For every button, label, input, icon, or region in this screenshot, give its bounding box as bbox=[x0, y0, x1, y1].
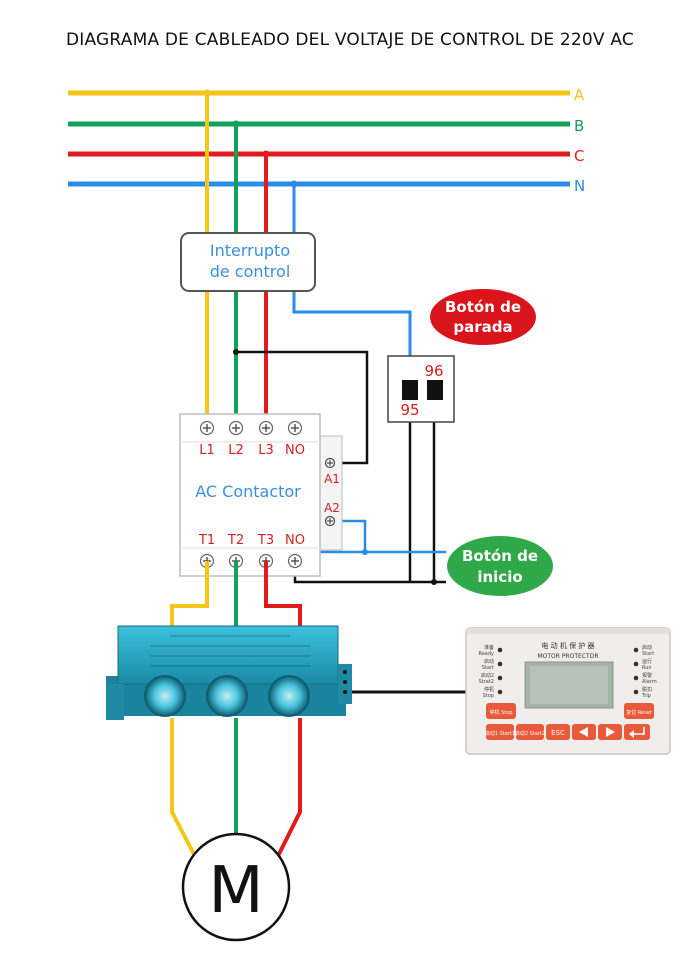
protector-start2-key[interactable]: 启动2 Start2 bbox=[515, 724, 545, 740]
control-breaker: Interrupto de control bbox=[180, 232, 316, 292]
indicator-en-label: Trip bbox=[641, 693, 651, 699]
indicator-cn-label: 脱扣 bbox=[642, 686, 652, 693]
indicator-cn-label: 启动2 bbox=[481, 672, 494, 679]
bottom-terminal-label-t1: T1 bbox=[198, 533, 215, 548]
coil-a2-label: A2 bbox=[324, 501, 340, 515]
top-terminal-label-l1: L1 bbox=[199, 443, 215, 458]
indicator-en-label: Strat2 bbox=[479, 679, 494, 685]
overload-relay-contact: 96 95 bbox=[387, 355, 455, 423]
contactor-label: AC Contactor bbox=[195, 482, 301, 501]
motor: M bbox=[181, 832, 291, 942]
contact-95-label: 95 bbox=[400, 401, 419, 419]
top-terminal-label-l3: L3 bbox=[258, 443, 274, 458]
bus-label-c: C bbox=[574, 147, 584, 165]
start-button[interactable]: Botón de inicio bbox=[446, 534, 606, 598]
indicator-cn-label: 启动 bbox=[642, 644, 652, 651]
diagram-title: DIAGRAMA DE CABLEADO DEL VOLTAJE DE CONT… bbox=[66, 30, 634, 50]
indicator-en-label: Start bbox=[482, 665, 494, 671]
top-terminal-label-no: NO bbox=[285, 443, 305, 458]
enter-icon[interactable] bbox=[624, 724, 650, 740]
current-transformer bbox=[106, 625, 352, 720]
protector-start1-key[interactable]: 启动1 Start1 bbox=[485, 724, 515, 740]
bottom-terminal-label-no: NO bbox=[285, 533, 305, 548]
terminal-screw bbox=[287, 553, 303, 569]
bus-label-b: B bbox=[574, 117, 584, 135]
bus-label-n: N bbox=[574, 177, 585, 195]
indicator-en-label: Start bbox=[642, 651, 654, 657]
coil-a1-label: A1 bbox=[324, 472, 340, 486]
bottom-terminal-label-t2: T2 bbox=[227, 533, 244, 548]
breaker-label-2: de control bbox=[210, 262, 291, 281]
protector-esc-key[interactable]: ESC bbox=[546, 724, 570, 740]
motor-protector: 电 动 机 保 护 器 MOTOR PROTECTOR 准备Ready启动Sta… bbox=[465, 627, 671, 755]
top-terminal-label-l2: L2 bbox=[228, 443, 244, 458]
indicator-en-label: Run bbox=[642, 665, 652, 671]
stop-button-label-1: Botón de bbox=[445, 298, 521, 316]
bottom-terminal-labels: T1 T2 T3 NO bbox=[198, 533, 305, 548]
indicator-en-label: Alarm bbox=[642, 679, 657, 685]
motor-label: M bbox=[208, 854, 263, 928]
indicator-cn-label: 运行 bbox=[642, 658, 652, 665]
wire-l2-to-a1 bbox=[236, 350, 369, 465]
indicator-cn-label: 停机 bbox=[484, 686, 494, 693]
right-arrow-icon[interactable] bbox=[598, 724, 622, 740]
terminal-screw bbox=[287, 420, 303, 436]
bus-label-a: A bbox=[574, 86, 585, 104]
breaker-label-1: Interrupto bbox=[210, 241, 290, 260]
indicator-cn-label: 启动 bbox=[484, 658, 494, 665]
terminal-screw bbox=[199, 420, 215, 436]
protector-reset-key[interactable]: 复位 Reset bbox=[624, 703, 654, 719]
motor-wires bbox=[170, 718, 302, 863]
indicator-cn-label: 准备 bbox=[484, 644, 494, 651]
protector-stop-key[interactable]: 停机 Stop bbox=[486, 703, 516, 719]
terminal-screw bbox=[228, 420, 244, 436]
bus-bars: A B C N bbox=[68, 86, 585, 195]
protector-start2-key-label: 启动2 Start2 bbox=[515, 730, 545, 737]
protector-reset-key-label: 复位 Reset bbox=[626, 709, 652, 716]
protector-esc-key-label: ESC bbox=[551, 729, 565, 737]
contact-96-label: 96 bbox=[424, 362, 443, 380]
protector-start1-key-label: 启动1 Start1 bbox=[485, 730, 515, 737]
indicator-cn-label: 报警 bbox=[642, 672, 652, 679]
protector-stop-key-label: 停机 Stop bbox=[490, 709, 513, 716]
protector-title: 电 动 机 保 护 器 bbox=[541, 641, 594, 650]
left-arrow-icon[interactable] bbox=[572, 724, 596, 740]
top-terminal-labels: L1 L2 L3 NO bbox=[199, 443, 305, 458]
terminal-screw bbox=[258, 420, 274, 436]
protector-subtitle: MOTOR PROTECTOR bbox=[537, 653, 598, 660]
start-button-label-2: inicio bbox=[477, 568, 522, 586]
stop-button-label-2: parada bbox=[453, 318, 512, 336]
output-wires bbox=[170, 561, 302, 630]
start-button-label-1: Botón de bbox=[462, 547, 538, 565]
indicator-en-label: Stop bbox=[483, 693, 494, 699]
stop-button[interactable]: Botón de parada bbox=[425, 286, 545, 348]
indicator-en-label: Ready bbox=[478, 651, 494, 657]
bottom-terminal-label-t3: T3 bbox=[257, 533, 274, 548]
